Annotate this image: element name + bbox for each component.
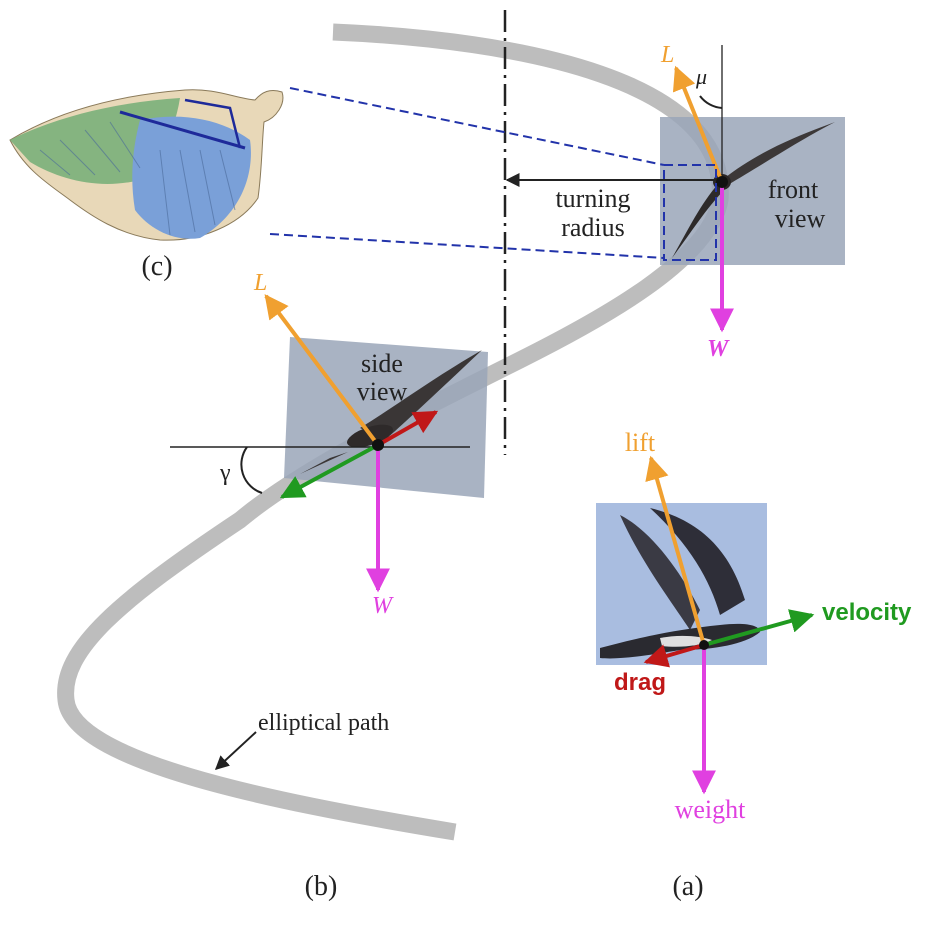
front-view-box (660, 117, 845, 265)
projection-box (663, 164, 717, 261)
elliptical-path-pointer (214, 731, 257, 770)
photo-lift-arrow (645, 455, 706, 646)
velocity-label: velocity (822, 599, 912, 626)
front-center-dot (716, 176, 728, 188)
photo-drag-arrow (643, 643, 705, 668)
turning-radius-label-2: radius (561, 213, 625, 242)
projection-line-top (289, 87, 665, 166)
drag-label: drag (614, 669, 666, 696)
panel-c-label: (c) (141, 251, 172, 282)
turning-radius-label-1: turning (555, 184, 630, 213)
elliptical-path-label: elliptical path (258, 710, 389, 736)
wing-icon (9, 89, 284, 241)
front-view-label-2: view (775, 204, 826, 233)
front-weight-symbol: W (707, 336, 730, 362)
front-lift-symbol: L (660, 42, 674, 68)
side-lift-symbol: L (253, 270, 267, 296)
front-lift-arrow (672, 65, 724, 183)
front-view-label-1: front (768, 175, 819, 204)
side-view-label-1: side (361, 349, 403, 378)
side-drag-arrow (377, 410, 439, 447)
photo-velocity-arrow (703, 609, 815, 647)
side-velocity-arrow (279, 443, 379, 499)
panel-b-label: (b) (305, 871, 338, 902)
bank-angle-arc (699, 95, 723, 109)
lift-label: lift (625, 428, 656, 457)
bird-photo-icon (600, 508, 760, 659)
side-lift-arrow (264, 294, 380, 447)
flight-path-angle-arc (240, 446, 263, 494)
panel-a-label: (a) (672, 871, 703, 902)
side-weight-symbol: W (372, 593, 394, 619)
weight-label: weight (675, 795, 747, 824)
photo-center-dot (699, 640, 709, 650)
projection-line-bottom (269, 233, 665, 259)
side-center-dot (372, 439, 384, 451)
bank-angle-symbol: μ (695, 64, 707, 89)
flight-path-angle-symbol: γ (219, 460, 231, 486)
side-view-label-2: view (357, 377, 408, 406)
